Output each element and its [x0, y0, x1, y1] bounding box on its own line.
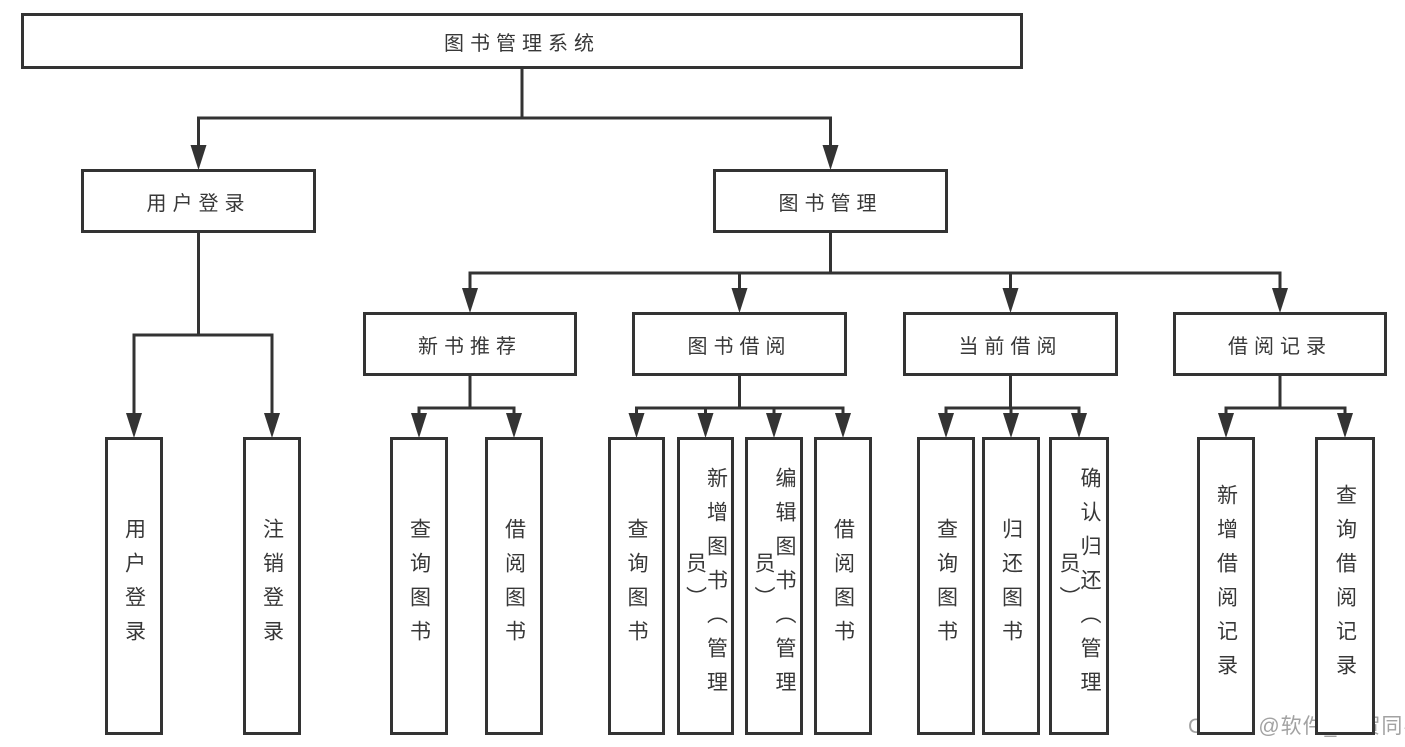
node-bb-query-book: 查询图书 [608, 437, 665, 735]
node-user-login-leaf: 用户登录 [105, 437, 163, 735]
node-nb-borrow-book: 借阅图书 [485, 437, 543, 735]
node-logout-leaf: 注销登录 [243, 437, 301, 735]
node-nb-query-book: 查询图书 [390, 437, 448, 735]
node-bb-add-book: 新增图书（管理员） [677, 437, 734, 735]
node-bb-borrow-book: 借阅图书 [814, 437, 872, 735]
node-cb-query-book: 查询图书 [917, 437, 975, 735]
node-br-add-record: 新增借阅记录 [1197, 437, 1255, 735]
node-book-management: 图书管理 [713, 169, 948, 233]
node-cb-confirm-return: 确认归还（管理员） [1049, 437, 1109, 735]
node-current-borrowing: 当前借阅 [903, 312, 1118, 376]
node-user-login: 用户登录 [81, 169, 316, 233]
node-br-query-record: 查询借阅记录 [1315, 437, 1375, 735]
node-book-borrowing: 图书借阅 [632, 312, 847, 376]
node-borrow-records: 借阅记录 [1173, 312, 1387, 376]
node-bb-edit-book: 编辑图书（管理员） [745, 437, 803, 735]
node-system: 图书管理系统 [21, 13, 1023, 69]
node-new-book-recommend: 新书推荐 [363, 312, 577, 376]
node-cb-return-book: 归还图书 [982, 437, 1040, 735]
